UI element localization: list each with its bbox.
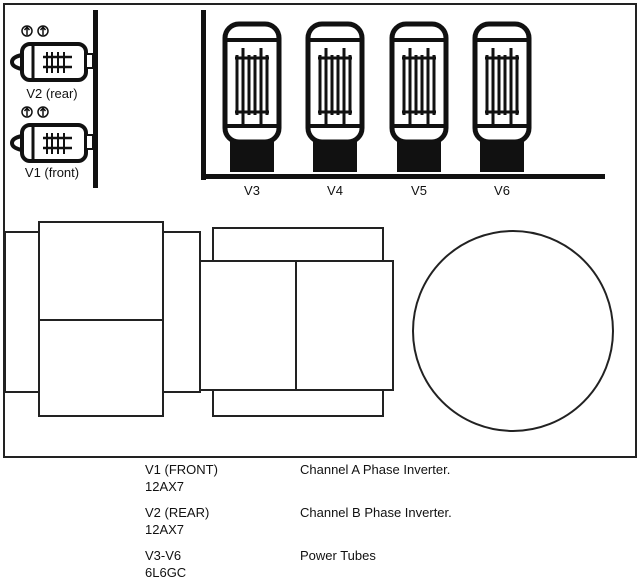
tube-label-v6: V6: [494, 183, 510, 198]
power-tube-v6: [472, 21, 532, 172]
power-transformer: [4, 221, 201, 417]
arrow-up-icon: [37, 106, 49, 118]
power-tube-v5: [389, 21, 449, 172]
legend-v1-function: Channel A Phase Inverter.: [300, 462, 451, 477]
legend-v1: V1 (FRONT)12AX7: [145, 462, 218, 494]
legend-v3-v6-function: Power Tubes: [300, 548, 376, 563]
preamp-bracket: [93, 10, 98, 188]
power-bracket-horizontal: [201, 174, 605, 179]
power-bracket-vertical: [201, 10, 206, 180]
preamp-tubes: [9, 25, 94, 163]
tube-label-v4: V4: [327, 183, 343, 198]
power-tube-v4: [305, 21, 365, 172]
legend-v2: V2 (REAR)12AX7: [145, 505, 210, 537]
legend-v2-function: Channel B Phase Inverter.: [300, 505, 452, 520]
power-tubes: [222, 21, 532, 172]
chassis-outline: [3, 3, 637, 458]
power-tube-v3: [222, 21, 282, 172]
tube-label-v1: V1 (front): [24, 165, 80, 180]
arrow-up-icon: [37, 25, 49, 37]
tube-label-v3: V3: [244, 183, 260, 198]
preamp-tube-v1: [9, 106, 94, 163]
preamp-tube-v2: [9, 25, 94, 82]
tube-label-v5: V5: [411, 183, 427, 198]
tube-label-v2: V2 (rear): [26, 86, 78, 101]
arrow-up-icon: [21, 106, 33, 118]
speaker: [412, 230, 614, 432]
arrow-up-icon: [21, 25, 33, 37]
output-transformer: [199, 227, 394, 417]
